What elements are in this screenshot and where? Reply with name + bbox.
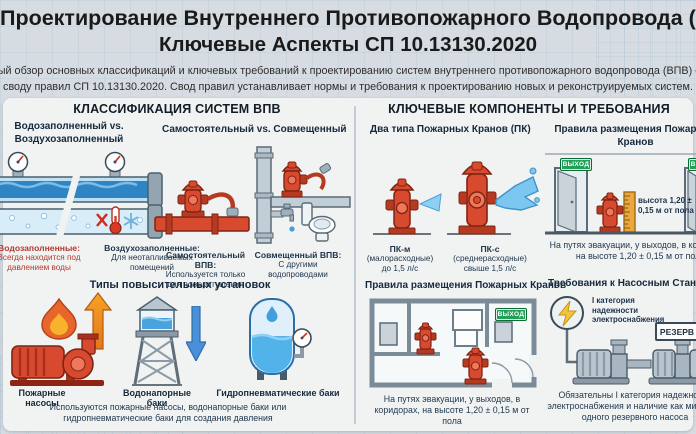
- water-tanks-label: Водонапорные баки: [122, 388, 192, 408]
- lightning-icon: [557, 300, 578, 327]
- water-splash-icon: [495, 176, 539, 211]
- fire-hydrant-large-icon: [458, 161, 497, 235]
- door-icon: [684, 167, 696, 233]
- standalone-pipe: [154, 213, 250, 235]
- closet: [452, 309, 483, 331]
- exit-sign: ВЫХОД: [495, 308, 527, 321]
- pump-station-illustration: [550, 296, 696, 385]
- placement-plan-caption: На путях эвакуации, у выходов, в коридор…: [374, 394, 530, 426]
- right-column-header: КЛЮЧЕВЫЕ КОМПОНЕНТЫ И ТРЕБОВАНИЯ: [388, 102, 670, 116]
- door-icon: [494, 321, 513, 343]
- air-filled-pipe: [0, 204, 163, 239]
- pump-station-title: Требования к Насосным Станциям: [548, 278, 696, 289]
- thermometer-icon: [109, 206, 122, 235]
- placement-wall-title: Правила размещения Пожарных Кранов: [554, 124, 696, 148]
- pump-icon: [572, 339, 630, 385]
- floor-plan-illustration: [369, 298, 538, 389]
- exit-sign: ВЫХОД: [688, 158, 696, 171]
- water-filled-label: Водозаполненные: Всегда находится под да…: [0, 243, 81, 272]
- fire-hydrant-icon: [177, 180, 209, 218]
- pkm-label: ПК-м (малорасходные) до 1,5 л/с: [366, 244, 434, 273]
- boosters-caption: Используются пожарные насосы, водонапорн…: [49, 402, 287, 423]
- power-wire: [565, 329, 579, 364]
- boosters-section-title: Типы повысительных установок: [89, 279, 271, 291]
- connecting-pipe: [626, 359, 652, 369]
- door-icon: [554, 167, 588, 233]
- flame-icon: [41, 297, 77, 340]
- faucet-icon: [270, 203, 295, 232]
- placement-wall-caption: На путях эвакуации, у выходов, в коридор…: [549, 240, 696, 261]
- hydro-tank-icon: [249, 298, 312, 380]
- placement-plan-title: Правила размещения Пожарных Кранов: [365, 280, 567, 291]
- power-category-note: I категория надежности электроснабжения: [592, 296, 665, 325]
- air-filled-label: Воздухозаполненные: Для неотапливаемых п…: [104, 243, 200, 272]
- hose-coupling: [226, 207, 239, 217]
- fire-hydrant-small-icon: [385, 178, 419, 235]
- ruler-icon: [623, 191, 636, 233]
- pressure-gauge-icon: [7, 151, 29, 178]
- toilet-icon: [301, 202, 336, 242]
- door-opening: [529, 355, 538, 377]
- pk-types-title: Два типа Пожарных Кранов (ПК): [370, 124, 531, 135]
- hose-icon: [305, 172, 326, 191]
- snowflake-icon: [123, 213, 139, 229]
- no-freeze-icon: [96, 213, 108, 227]
- standalone-label: Самостоятельный ВПВ: Используется только…: [165, 250, 246, 289]
- left-column-header: КЛАССИФИКАЦИЯ СИСТЕМ ВПВ: [73, 102, 281, 116]
- pipes-section-title: Водозаполненный vs. Воздухозаполненный: [14, 121, 124, 145]
- pump-station-caption: Обязательны I категория надежности элект…: [547, 390, 696, 422]
- hydro-tanks-label: Гидропневматические баки: [216, 388, 340, 398]
- door-opening: [492, 379, 512, 389]
- blueprint-corner-top-right: [596, 0, 696, 96]
- exit-sign: ВЫХОД: [560, 158, 592, 171]
- placement-wall-illustration: [545, 153, 696, 235]
- closet: [454, 329, 478, 347]
- water-filled-pipe: [0, 172, 163, 207]
- water-spray-icon: [418, 193, 442, 212]
- systems-illustration: [154, 146, 351, 244]
- column-divider: [354, 106, 356, 424]
- page-subtitle: Наглядный обзор основных классификаций и…: [0, 65, 696, 93]
- page-title-line2: Ключевые Аспекты СП 10.13130.2020: [158, 33, 538, 56]
- reserve-box: РЕЗЕРВ: [655, 322, 696, 341]
- fire-pumps-label: Пожарные насосы: [18, 388, 66, 408]
- fire-hydrant-icon: [462, 347, 489, 385]
- pump-icon: [648, 339, 696, 385]
- combined-label: Совмещенный ВПВ: С другими водопроводами: [254, 250, 342, 279]
- pkc-label: ПК-с (среднерасходные) свыше 1,5 л/с: [453, 244, 527, 273]
- door-icon: [379, 322, 398, 346]
- water-drop-icon: [289, 226, 295, 232]
- pressure-gauge-icon: [104, 151, 126, 178]
- page-title-line1: Проектирование Внутреннего Противопожарн…: [0, 6, 696, 30]
- divider-slash: [54, 155, 86, 242]
- water-drop-icon: [266, 306, 278, 322]
- fire-hydrant-icon: [281, 161, 308, 198]
- systems-section-title: Самостоятельный vs. Совмещенный: [162, 124, 347, 135]
- fire-hydrant-icon: [596, 192, 624, 233]
- water-tower-icon: [132, 296, 182, 386]
- pk-types-illustration: [373, 161, 540, 235]
- pipes-illustration: [0, 151, 163, 242]
- height-note: высота 1,20 ± 0,15 м от пола: [638, 196, 694, 215]
- fire-hydrant-icon: [414, 322, 437, 355]
- up-arrow-icon: [84, 292, 112, 350]
- down-arrow-icon: [186, 306, 206, 361]
- fire-pump-icon: [10, 333, 104, 386]
- hose-coupling: [319, 163, 332, 174]
